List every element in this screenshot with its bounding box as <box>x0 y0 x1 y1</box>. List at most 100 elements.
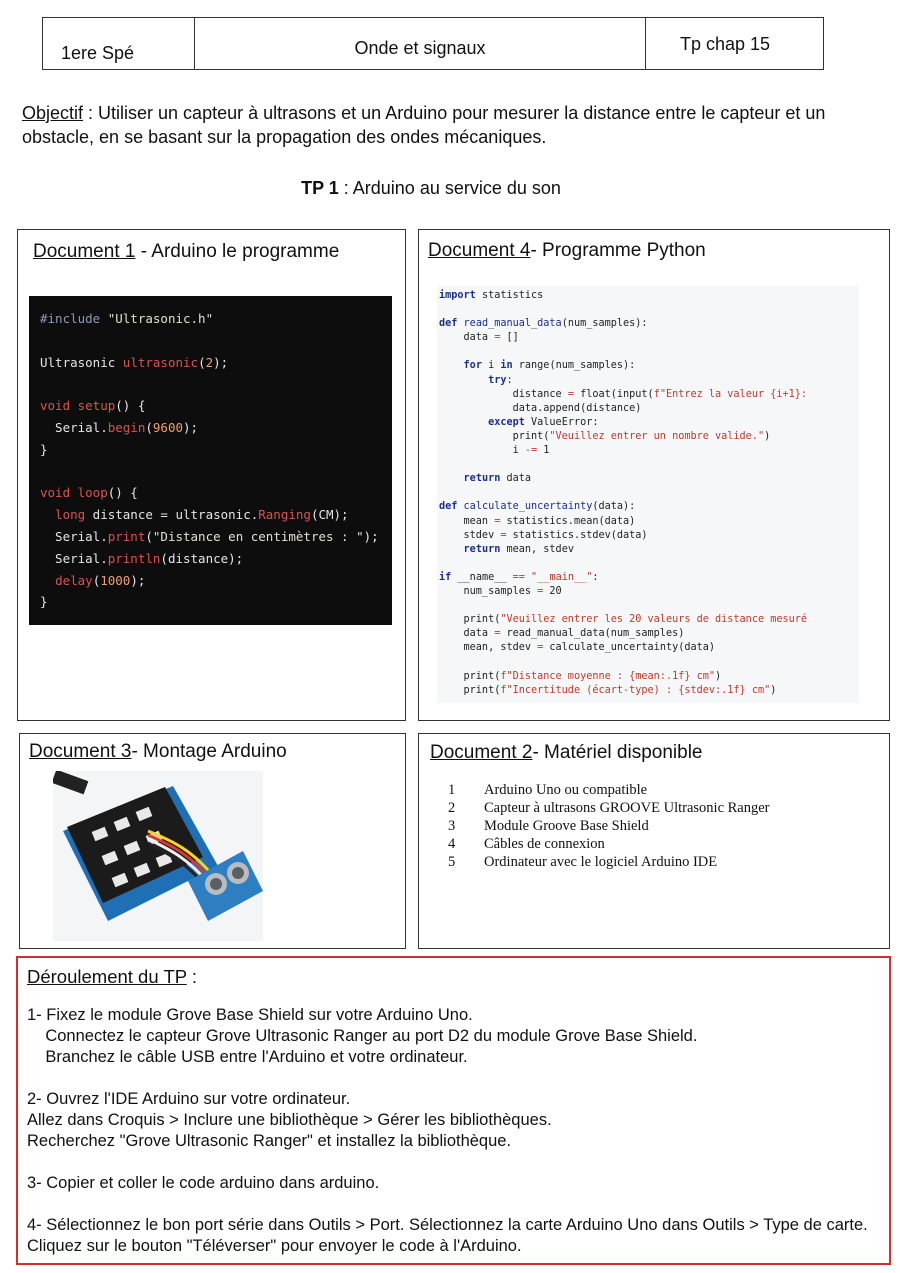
code-token: ultrasonic <box>122 354 199 370</box>
python-code-line: i -= 1 <box>439 445 550 457</box>
steps-box: Déroulement du TP : 1- Fixez le module G… <box>16 956 891 1265</box>
python-code-line <box>439 655 859 669</box>
code-token: } <box>40 594 48 610</box>
python-code-line: return data <box>463 473 532 485</box>
arduino-setup-illustration <box>51 769 263 941</box>
python-code-line: distance = float(input(f"Entrez la valeu… <box>439 388 808 400</box>
code-token: ( <box>198 354 206 370</box>
code-token: println <box>107 550 161 566</box>
header-table: 1ere Spé Onde et signaux Tp chap 15 <box>42 17 824 70</box>
header-subject-cell: Onde et signaux <box>195 18 646 69</box>
code-token: () { <box>107 485 138 501</box>
python-code-line <box>439 557 859 571</box>
objective-text: : Utiliser un capteur à ultrasons et un … <box>22 103 826 147</box>
list-item: 3 Module Groove Base Shield <box>448 817 770 835</box>
list-item: 1 Arduino Uno ou compatible <box>448 781 770 799</box>
code-token: "Ultrasonic.h" <box>107 311 214 326</box>
python-code-line: def read_manual_data(num_samples): <box>439 318 648 330</box>
step-2-line-1: 2- Ouvrez l'IDE Arduino sur votre ordina… <box>27 1090 351 1108</box>
document-2-label: Document 2 <box>430 742 533 763</box>
objective-label: Objectif <box>22 103 84 123</box>
code-token: ); <box>183 419 199 435</box>
step-1-line-1: 1- Fixez le module Grove Base Shield sur… <box>27 1006 473 1024</box>
code-token: 2 <box>205 354 214 370</box>
code-token: #include <box>40 311 108 326</box>
step-2-line-2: Allez dans Croquis > Inclure une bibliot… <box>27 1111 552 1129</box>
arduino-setup-photo <box>51 769 263 941</box>
list-item-text: Câbles de connexion <box>484 836 605 852</box>
code-token: (distance); <box>160 550 244 566</box>
python-code-line <box>439 458 859 472</box>
tp-subtitle: : Arduino au service du son <box>338 178 561 198</box>
code-token: print <box>107 528 146 544</box>
list-item-number: 5 <box>448 854 456 870</box>
steps-label: Déroulement du TP <box>27 966 187 987</box>
python-code-line: mean = statistics.mean(data) <box>439 515 636 527</box>
python-code-line <box>439 599 859 613</box>
python-code-line: try: <box>488 374 513 386</box>
python-code-line: print("Veuillez entrer les 20 valeurs de… <box>439 614 808 626</box>
code-token: 1000 <box>100 572 131 588</box>
python-code-line: mean, stdev = calculate_uncertainty(data… <box>439 642 716 654</box>
code-token: void setup <box>40 398 116 414</box>
document-1-heading: - Arduino le programme <box>135 241 340 262</box>
code-token: } <box>40 441 48 457</box>
python-code-line: data.append(distance) <box>439 402 642 414</box>
document-2-title: Document 2- Matériel disponible <box>430 742 702 764</box>
list-item-number: 3 <box>448 818 456 834</box>
document-3-label: Document 3 <box>29 741 132 762</box>
python-code-line: stdev = statistics.stdev(data) <box>439 529 648 541</box>
code-token: Serial. <box>40 528 108 544</box>
python-code-line: data = read_manual_data(num_samples) <box>439 628 685 640</box>
python-code-line: for i in range(num_samples): <box>463 360 636 372</box>
document-1-label: Document 1 <box>33 241 136 262</box>
code-token: Ultrasonic <box>40 354 123 370</box>
code-token: long <box>40 507 86 523</box>
document-3-box <box>19 733 406 949</box>
code-token: "Distance en centimètres : " <box>152 528 364 544</box>
list-item-text: Ordinateur avec le logiciel Arduino IDE <box>484 854 718 870</box>
list-item-text: Capteur à ultrasons GROOVE Ultrasonic Ra… <box>484 800 770 816</box>
code-token: ( <box>145 419 153 435</box>
code-token: ( <box>92 572 101 588</box>
code-token: ); <box>130 572 146 588</box>
step-4: 4- Sélectionnez le bon port série dans O… <box>27 1216 868 1255</box>
code-token: delay <box>55 572 93 588</box>
code-token: Serial. <box>40 419 108 435</box>
code-token <box>40 573 55 588</box>
code-token: ( <box>145 528 153 544</box>
steps-label-suffix: : <box>186 966 198 987</box>
python-code-block: import statistics def read_manual_data(n… <box>437 286 859 703</box>
python-code-line: num_samples = 20 <box>439 585 562 597</box>
list-item-text: Module Groove Base Shield <box>484 818 649 834</box>
code-token: Ranging <box>258 507 311 523</box>
step-1-line-2: Connectez le capteur Grove Ultrasonic Ra… <box>27 1027 698 1045</box>
arduino-code-block: #include "Ultrasonic.h" Ultrasonic ultra… <box>29 296 392 625</box>
code-token: (CM); <box>310 507 349 523</box>
python-code-line: print(f"Incertitude (écart-type) : {stde… <box>439 684 777 696</box>
document-1-title: Document 1 - Arduino le programme <box>33 241 339 263</box>
tp-title: TP 1 : Arduino au service du son <box>0 178 862 199</box>
step-2: 2- Ouvrez l'IDE Arduino sur votre ordina… <box>27 1089 883 1152</box>
list-item-number: 1 <box>448 782 456 798</box>
list-item-number: 4 <box>448 836 456 852</box>
step-1: 1- Fixez le module Grove Base Shield sur… <box>27 1005 883 1068</box>
list-item: 5 Ordinateur avec le logiciel Arduino IDE <box>448 853 770 871</box>
document-2-box <box>418 733 890 949</box>
code-token: distance = ultrasonic. <box>85 507 259 523</box>
code-token: ); <box>213 354 229 370</box>
python-code-line: def calculate_uncertainty(data): <box>439 501 636 513</box>
code-token: begin <box>107 419 146 435</box>
code-token: 9600 <box>152 419 184 435</box>
document-4-title: Document 4- Programme Python <box>428 240 706 262</box>
python-code-line: if __name__ == "__main__": <box>439 571 599 583</box>
step-2-line-3: Recherchez "Grove Ultrasonic Ranger" et … <box>27 1132 512 1150</box>
steps-title: Déroulement du TP : <box>27 966 883 987</box>
python-code-line: print(f"Distance moyenne : {mean:.1f} cm… <box>439 670 722 682</box>
python-code-line <box>439 486 859 500</box>
objective: Objectif : Utiliser un capteur à ultraso… <box>22 101 882 149</box>
document-1-box <box>17 229 406 721</box>
header-level-cell: 1ere Spé <box>43 18 195 69</box>
list-item-text: Arduino Uno ou compatible <box>484 782 648 798</box>
